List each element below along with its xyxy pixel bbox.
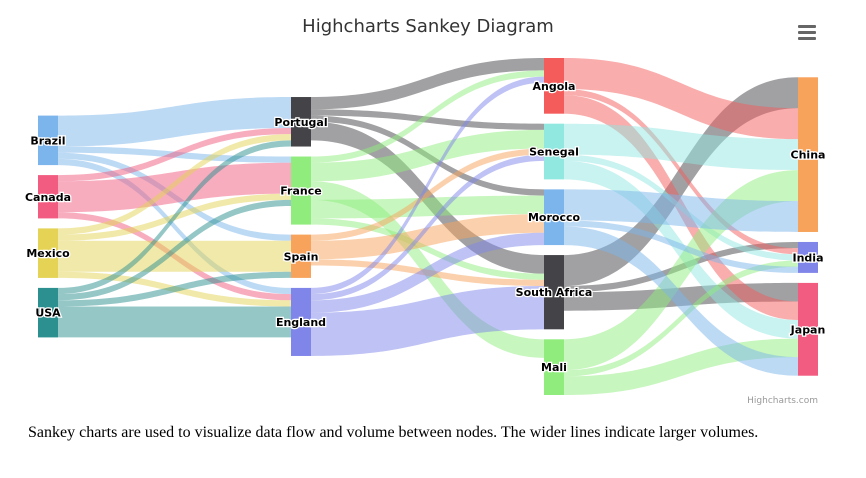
credits-link[interactable]: Highcharts.com	[747, 396, 818, 406]
nodes-layer	[38, 58, 818, 395]
node-mexico[interactable]	[38, 228, 58, 278]
link-canada-to-portugal[interactable]	[58, 127, 291, 182]
link-mexico-to-portugal[interactable]	[58, 134, 291, 235]
link-portugal-to-angola[interactable]	[311, 58, 544, 110]
node-label-china: China	[791, 149, 826, 162]
node-label-senegal: Senegal	[529, 146, 579, 159]
node-spain[interactable]	[291, 234, 311, 278]
link-england-to-south-africa[interactable]	[311, 286, 544, 356]
node-china[interactable]	[798, 77, 818, 232]
node-canada[interactable]	[38, 175, 58, 219]
node-usa[interactable]	[38, 287, 58, 338]
node-label-mexico: Mexico	[26, 247, 70, 260]
node-label-japan: Japan	[790, 323, 826, 336]
link-angola-to-india[interactable]	[564, 88, 798, 255]
link-mali-to-china[interactable]	[564, 170, 798, 371]
node-label-england: England	[276, 316, 326, 329]
node-senegal[interactable]	[544, 123, 564, 180]
node-france[interactable]	[291, 156, 311, 225]
link-england-to-angola[interactable]	[311, 76, 544, 295]
node-angola[interactable]	[544, 58, 564, 114]
links-layer	[58, 58, 798, 395]
link-france-to-morocco[interactable]	[311, 195, 544, 219]
node-label-angola: Angola	[533, 80, 576, 93]
node-label-morocco: Morocco	[528, 211, 581, 224]
node-label-portugal: Portugal	[274, 116, 327, 129]
link-spain-to-senegal[interactable]	[311, 148, 544, 241]
link-angola-to-china[interactable]	[564, 58, 798, 140]
node-portugal[interactable]	[291, 97, 311, 147]
link-usa-to-england[interactable]	[58, 306, 291, 338]
chart-title: Highcharts Sankey Diagram	[302, 16, 554, 37]
node-label-spain: Spain	[284, 250, 319, 263]
node-label-india: India	[793, 251, 824, 264]
node-morocco[interactable]	[544, 189, 564, 246]
chart-caption: Sankey charts are used to visualize data…	[28, 424, 759, 441]
link-brazil-to-england[interactable]	[58, 158, 291, 295]
node-label-south-africa: South Africa	[516, 286, 593, 299]
link-france-to-south-africa[interactable]	[311, 218, 544, 280]
link-morocco-to-japan[interactable]	[564, 226, 798, 376]
hamburger-menu-icon[interactable]	[792, 20, 822, 44]
link-england-to-morocco[interactable]	[311, 232, 544, 313]
link-usa-to-spain[interactable]	[58, 271, 291, 307]
node-england[interactable]	[291, 287, 311, 356]
link-spain-to-morocco[interactable]	[311, 214, 544, 260]
node-label-canada: Canada	[25, 191, 71, 204]
link-south-africa-to-china[interactable]	[564, 77, 798, 286]
link-morocco-to-india[interactable]	[564, 220, 798, 273]
node-brazil[interactable]	[38, 115, 58, 166]
link-france-to-senegal[interactable]	[311, 129, 544, 182]
link-usa-to-france[interactable]	[58, 199, 291, 301]
link-mali-to-india[interactable]	[564, 260, 798, 377]
link-france-to-angola[interactable]	[311, 70, 544, 163]
node-south-africa[interactable]	[544, 255, 564, 330]
link-england-to-senegal[interactable]	[311, 154, 544, 301]
link-senegal-to-china[interactable]	[564, 123, 798, 171]
node-japan[interactable]	[798, 282, 818, 376]
node-label-brazil: Brazil	[30, 134, 65, 147]
link-usa-to-portugal[interactable]	[58, 140, 291, 295]
node-label-france: France	[280, 185, 321, 198]
node-india[interactable]	[798, 241, 818, 273]
link-morocco-to-china[interactable]	[564, 189, 798, 232]
node-label-usa: USA	[35, 307, 61, 320]
link-mexico-to-spain[interactable]	[58, 240, 291, 272]
node-mali[interactable]	[544, 339, 564, 395]
link-brazil-to-portugal[interactable]	[58, 97, 291, 147]
node-label-mali: Mali	[541, 361, 567, 374]
